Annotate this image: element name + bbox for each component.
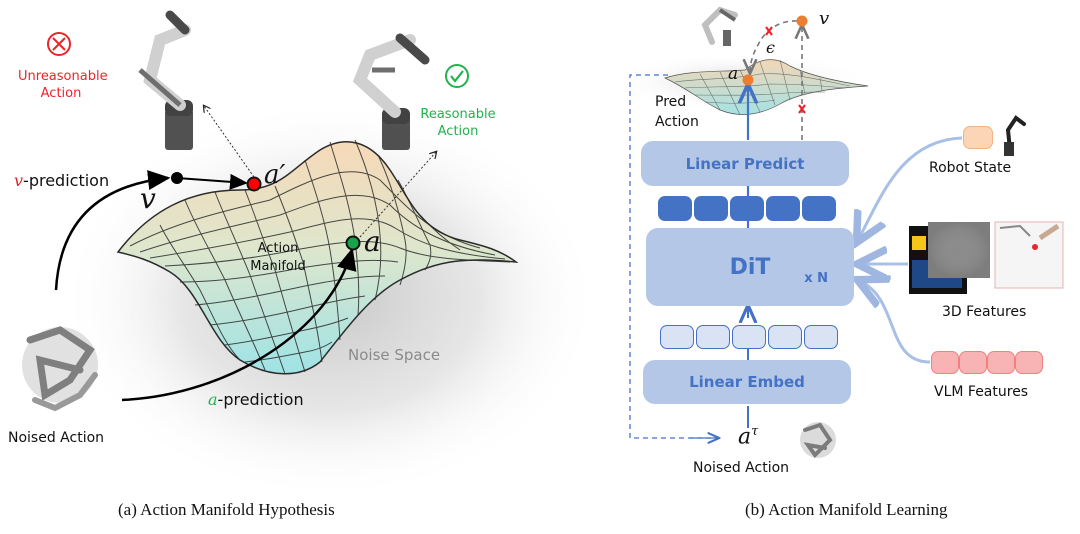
robot-state-label: Robot State bbox=[929, 160, 1012, 176]
vlm-token bbox=[987, 351, 1015, 374]
noised-action-label-a: Noised Action bbox=[8, 430, 105, 446]
pred-a-label: a bbox=[728, 64, 739, 84]
v-label: v bbox=[140, 182, 156, 215]
dit-label: DiT bbox=[729, 254, 771, 280]
a-tau-label: aτ bbox=[738, 424, 758, 449]
pred-action-label: Pred Action bbox=[655, 92, 699, 132]
a-prediction-suffix: -prediction bbox=[217, 390, 304, 409]
input-token bbox=[696, 325, 730, 349]
vlm-token bbox=[931, 351, 959, 374]
unreasonable-robot-arm-icon bbox=[138, 10, 193, 150]
pred-v-label: v bbox=[819, 8, 830, 29]
a-tau-base: a bbox=[738, 424, 752, 450]
3d-features-image bbox=[909, 221, 1064, 294]
noised-robot-arm-icon bbox=[22, 326, 98, 412]
cross-mark-epsilon bbox=[765, 26, 773, 36]
unreasonable-pointer bbox=[204, 106, 255, 178]
vlm-features-label: VLM Features bbox=[934, 384, 1029, 400]
linear-predict-block: Linear Predict bbox=[641, 141, 849, 186]
robot-state-arm-icon bbox=[1004, 115, 1026, 156]
epsilon-label: ϵ bbox=[766, 38, 775, 57]
unreasonable-line1: Unreasonable bbox=[18, 69, 108, 84]
a-prediction-curve bbox=[121, 247, 357, 402]
a-prime-point bbox=[246, 176, 262, 192]
noise-space-label: Noise Space bbox=[348, 346, 441, 364]
reasonable-line2: Action bbox=[437, 124, 479, 139]
noised-action-icon-b bbox=[800, 422, 836, 459]
epsilon-path-dashed bbox=[750, 20, 798, 72]
check-circle-icon bbox=[445, 64, 469, 88]
orange-a-point bbox=[742, 74, 754, 86]
output-token bbox=[658, 196, 692, 221]
v-point bbox=[171, 172, 183, 184]
output-token bbox=[802, 196, 836, 221]
cross-circle-icon bbox=[47, 32, 71, 56]
a-symbol: a bbox=[208, 390, 218, 409]
input-token bbox=[732, 325, 766, 349]
manifold-label-line1: Action bbox=[257, 241, 299, 256]
linear-embed-block: Linear Embed bbox=[643, 360, 851, 404]
pred-action-line2: Action bbox=[655, 114, 699, 130]
a-point bbox=[345, 235, 361, 251]
dit-repeat-label: x N bbox=[804, 271, 828, 286]
vlm-features-arrow bbox=[860, 281, 931, 364]
cross-mark-v bbox=[798, 104, 806, 114]
v-symbol: v bbox=[14, 171, 24, 190]
output-token bbox=[730, 196, 764, 221]
a-prime-label: a′ bbox=[264, 160, 286, 190]
output-token bbox=[766, 196, 800, 221]
reasonable-action-label: Reasonable Action bbox=[413, 106, 503, 140]
v-to-a-prime-arrow bbox=[176, 173, 248, 190]
vlm-token bbox=[1015, 351, 1043, 374]
v-prediction-label: v-prediction bbox=[14, 171, 109, 190]
3d-features-label: 3D Features bbox=[942, 304, 1027, 320]
reasonable-line1: Reasonable bbox=[420, 107, 496, 122]
reasonable-pointer bbox=[359, 152, 436, 238]
vlm-token bbox=[959, 351, 987, 374]
caption-a: (a) Action Manifold Hypothesis bbox=[118, 500, 335, 519]
unreasonable-line2: Action bbox=[40, 86, 82, 101]
caption-b: (b) Action Manifold Learning bbox=[745, 500, 948, 519]
pred-robot-arm-icon bbox=[701, 6, 738, 46]
a-prediction-label: a-prediction bbox=[208, 390, 304, 409]
robot-state-token bbox=[963, 126, 993, 149]
robot-state-arrow bbox=[858, 136, 963, 240]
manifold-label-line2: Manifold bbox=[250, 259, 306, 274]
feedback-loop-dashed bbox=[629, 74, 720, 439]
unreasonable-action-label: Unreasonable Action bbox=[18, 68, 108, 102]
output-token bbox=[694, 196, 728, 221]
input-token bbox=[768, 325, 802, 349]
input-token bbox=[804, 325, 838, 349]
reasonable-robot-arm-icon bbox=[352, 33, 430, 150]
v-prediction-suffix: -prediction bbox=[23, 171, 110, 190]
a-tau-sup: τ bbox=[751, 424, 759, 439]
input-token bbox=[660, 325, 694, 349]
action-manifold-surface bbox=[116, 139, 519, 375]
a-label: a bbox=[364, 225, 381, 258]
action-manifold-label: Action Manifold bbox=[238, 240, 318, 276]
pred-action-line1: Pred bbox=[655, 94, 687, 110]
noised-action-label-b: Noised Action bbox=[693, 460, 790, 476]
v-prediction-curve bbox=[54, 170, 171, 291]
orange-v-point bbox=[796, 15, 808, 27]
dit-block: DiT x N bbox=[646, 228, 854, 306]
